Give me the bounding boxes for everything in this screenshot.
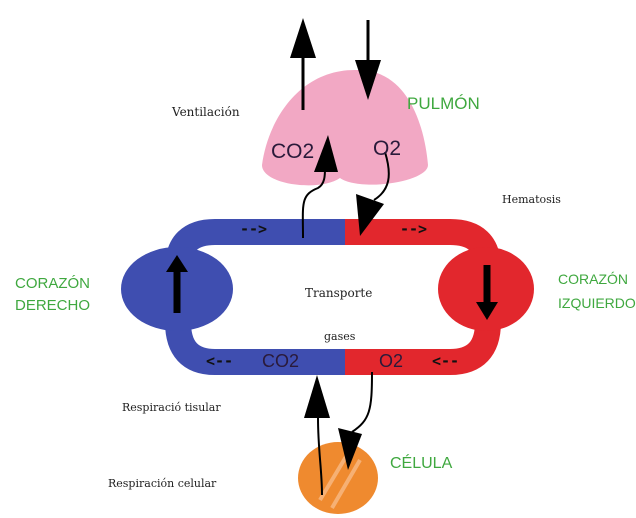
flow-bottom-left: <--	[206, 354, 233, 369]
lung-label: PULMÓN	[407, 95, 480, 112]
flow-top-left: -->	[240, 222, 267, 237]
flow-bottom-right: <--	[432, 354, 459, 369]
hematosis-label: Hematosis	[502, 194, 561, 205]
tissue-o2-arrow	[352, 372, 372, 432]
vessel-co2-label: CO2	[262, 352, 299, 370]
ventilation-out-arrowhead	[290, 18, 316, 58]
lung-shape	[262, 70, 428, 185]
ventilation-label: Ventilación	[172, 106, 240, 118]
right-heart-label-line1: CORAZÓN	[15, 276, 90, 291]
flow-top-right: -->	[400, 222, 427, 237]
transport-label: Transporte	[305, 287, 372, 299]
right-heart-label-line2: DERECHO	[15, 298, 90, 313]
left-heart-label-line1: CORAZÓN	[558, 272, 628, 286]
left-heart-label-line2: IZQUIERDO	[558, 296, 636, 310]
cell-shape	[298, 442, 378, 514]
tissue-co2-arrowhead	[304, 375, 330, 418]
cell-label: CÉLULA	[390, 456, 452, 472]
tissue-respiration-label: Respiració tisular	[122, 402, 221, 413]
gases-label: gases	[324, 331, 355, 342]
vessel-o2-label: O2	[379, 352, 403, 370]
lung-o2-label: O2	[373, 138, 401, 159]
cellular-respiration-label: Respiración celular	[108, 478, 216, 489]
lung-co2-label: CO2	[271, 141, 314, 162]
